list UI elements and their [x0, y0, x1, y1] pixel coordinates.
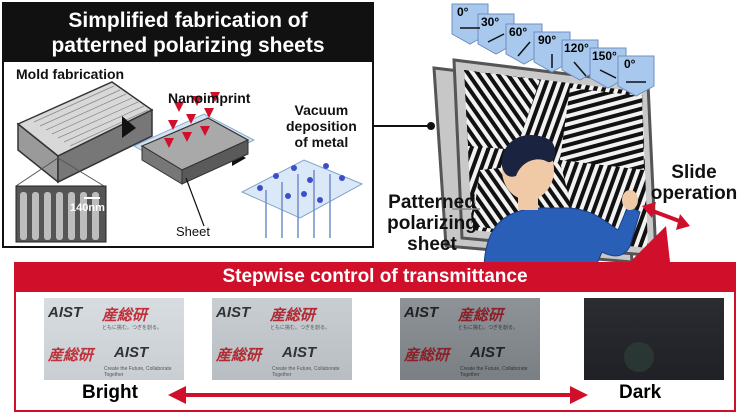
slide-arrow-icon	[642, 202, 690, 230]
fabrication-title-line1: Simplified fabrication of	[68, 9, 308, 32]
angle-0-end: 0°	[624, 57, 636, 71]
angle-120: 120°	[564, 41, 589, 55]
sample-3-kanji-a: 産総研	[458, 307, 504, 324]
sample-1: AIST 産総研 ともに挑む。つぎを創る。 産総研 AIST Create th…	[44, 298, 184, 380]
patterned-line1: Patterned	[388, 192, 476, 213]
angle-60: 60°	[509, 25, 528, 39]
zoom-line-right	[57, 157, 105, 187]
sem-image	[15, 185, 107, 243]
sample-3-kanji-b: 産総研	[404, 347, 450, 364]
angle-30: 30°	[481, 15, 500, 29]
connector-line	[372, 122, 435, 130]
sample-1-en: Create the Future, Collaborate Together	[104, 366, 172, 378]
step-arrow-1	[122, 116, 136, 138]
sample-1-logo-a: AIST	[48, 304, 83, 321]
person-illustration	[483, 135, 641, 266]
slide-line1: Slide	[671, 162, 717, 183]
sample-1-logo-b: AIST	[114, 344, 149, 361]
vacuum-label-line2: deposition	[286, 118, 357, 134]
sample-2-kanji-b: 産総研	[216, 347, 262, 364]
fabrication-title: Simplified fabrication of patterned pola…	[4, 4, 372, 62]
fabrication-title-line2: patterned polarizing sheets	[51, 34, 325, 57]
scale-label: 140nm	[70, 202, 105, 214]
vacuum-label: Vacuum deposition of metal	[286, 102, 357, 150]
deposition-sheet	[240, 159, 364, 238]
sheet-pointer	[185, 177, 205, 227]
imprint-block	[132, 92, 256, 185]
sample-4	[584, 298, 724, 380]
sample-3-en: Create the Future, Collaborate Together	[460, 366, 528, 378]
sample-3-logo-a: AIST	[404, 304, 439, 321]
sample-3-jp-a: ともに挑む。つぎを創る。	[458, 325, 519, 331]
zoom-line-left	[15, 157, 59, 187]
transmittance-title: Stepwise control of transmittance	[14, 262, 736, 292]
sample-2-kanji-a: 産総研	[270, 307, 316, 324]
sample-2-jp-a: ともに挑む。つぎを創る。	[270, 325, 331, 331]
slide-operation-label: Slide operation	[640, 162, 748, 204]
bright-label: Bright	[82, 382, 138, 403]
sample-1-kanji-a: 産総研	[102, 307, 148, 324]
angle-90: 90°	[538, 33, 557, 47]
mold-label: Mold fabrication	[16, 66, 125, 82]
slide-line2: operation	[650, 183, 738, 204]
sample-2-logo-b: AIST	[282, 344, 317, 361]
bright-dark-arrow-icon	[168, 386, 588, 404]
sample-2-logo-a: AIST	[216, 304, 251, 321]
sheet-label: Sheet	[176, 224, 210, 239]
sample-4-dark-spot	[624, 342, 654, 372]
sample-2: AIST 産総研 ともに挑む。つぎを創る。 産総研 AIST Create th…	[212, 298, 352, 380]
fabrication-panel: Simplified fabrication of patterned pola…	[2, 2, 374, 248]
angle-150: 150°	[592, 49, 617, 63]
nanoimprint-label: Nanoimprint	[168, 90, 251, 106]
patterned-sheet-label: Patterned polarizing sheet	[380, 192, 484, 255]
patterned-line3: sheet	[407, 234, 457, 255]
sheet-label-pointer	[452, 208, 480, 210]
angle-labels	[451, 3, 655, 97]
fabrication-illustration	[15, 81, 364, 243]
sample-1-jp-a: ともに挑む。つぎを創る。	[102, 325, 163, 331]
patterned-line2: polarizing	[387, 213, 477, 234]
dark-label: Dark	[619, 382, 662, 403]
sample-2-en: Create the Future, Collaborate Together	[272, 366, 340, 378]
vacuum-label-line3: of metal	[294, 134, 349, 150]
angle-0: 0°	[457, 5, 469, 19]
sample-3-logo-b: AIST	[470, 344, 505, 361]
sample-1-kanji-b: 産総研	[48, 347, 94, 364]
vacuum-label-line1: Vacuum	[294, 102, 349, 118]
callout-pointer	[630, 226, 670, 262]
mold-block	[16, 81, 154, 184]
sample-3: AIST 産総研 ともに挑む。つぎを創る。 産総研 AIST Create th…	[400, 298, 540, 380]
